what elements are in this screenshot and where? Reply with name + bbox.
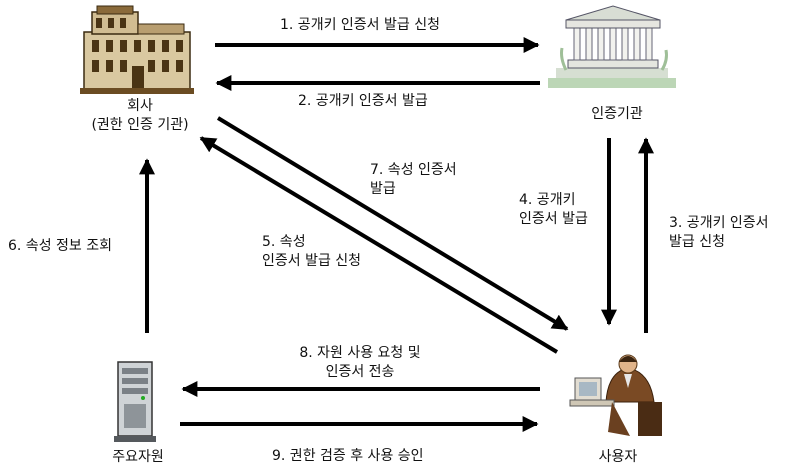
ca-label: 인증기관 [591, 106, 643, 122]
flow-6-label: 6. 속성 정보 조회 [8, 238, 112, 254]
certificate-authority-building-icon [548, 5, 676, 88]
flow-5-line1: 5. 속성 [262, 234, 306, 250]
company-building-icon [80, 5, 194, 94]
flow-2-label: 2. 공개키 인증서 발급 [298, 93, 428, 109]
flow-9-label: 9. 권한 검증 후 사용 승인 [272, 448, 424, 464]
company-subtitle: (권한 인증 기관) [91, 117, 189, 133]
flow-7-line1: 7. 속성 인증서 [370, 162, 457, 178]
flow-3-label: 3. 공개키 인증서 발급 신청 [669, 214, 769, 252]
server-icon [114, 361, 156, 442]
arrow-f7 [216, 116, 569, 331]
flow-7-line2: 발급 [370, 181, 396, 197]
company-name: 회사 [127, 98, 153, 114]
user-label: 사용자 [598, 449, 638, 465]
flow-3-line1: 3. 공개키 인증서 [669, 215, 769, 231]
flow-8-label: 8. 자원 사용 요청 및 인증서 전송 [270, 344, 450, 382]
company-label: 회사 (권한 인증 기관) [70, 97, 210, 135]
user-icon [569, 354, 662, 436]
flow-4-line1: 4. 공개키 [519, 192, 576, 208]
flow-5-line2: 인증서 발급 신청 [262, 253, 362, 269]
arrow-f5 [199, 136, 559, 354]
flow-8-line1: 8. 자원 사용 요청 및 [299, 345, 421, 361]
resource-label: 주요자원 [112, 449, 164, 465]
flow-3-line2: 발급 신청 [669, 234, 725, 250]
flow-5-label: 5. 속성 인증서 발급 신청 [262, 233, 361, 271]
flow-7-label: 7. 속성 인증서 발급 [370, 161, 457, 199]
flow-4-line2: 인증서 발급 [519, 211, 588, 227]
flow-4-label: 4. 공개키 인증서 발급 [519, 191, 588, 229]
flow-1-label: 1. 공개키 인증서 발급 신청 [280, 17, 440, 33]
flow-8-line2: 인증서 전송 [325, 364, 395, 380]
